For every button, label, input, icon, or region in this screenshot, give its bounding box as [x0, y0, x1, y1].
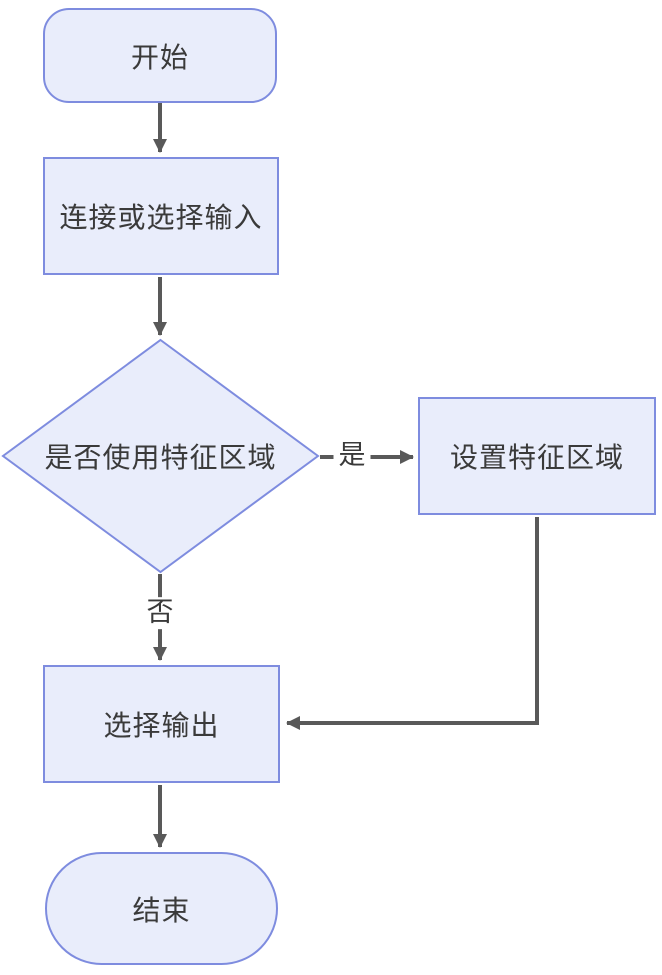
- node-decision-label: 是否使用特征区域: [44, 442, 277, 473]
- node-input-label: 连接或选择输入: [59, 202, 263, 233]
- node-end-label: 结束: [132, 894, 191, 926]
- node-input: 连接或选择输入: [43, 157, 279, 275]
- edge-label-no: 否: [141, 597, 179, 629]
- node-end: 结束: [45, 852, 278, 965]
- node-set-region-label: 设置特征区域: [449, 442, 624, 473]
- node-output-label: 选择输出: [103, 710, 220, 741]
- node-decision-shape: [1, 338, 320, 574]
- edge-set-region-to-output: [286, 517, 539, 730]
- node-output: 选择输出: [43, 665, 280, 783]
- edge-label-yes: 是: [333, 440, 371, 472]
- node-set-region: 设置特征区域: [418, 397, 656, 515]
- node-decision: 是否使用特征区域: [10, 436, 311, 476]
- node-start: 开始: [43, 8, 277, 103]
- node-start-label: 开始: [130, 41, 189, 73]
